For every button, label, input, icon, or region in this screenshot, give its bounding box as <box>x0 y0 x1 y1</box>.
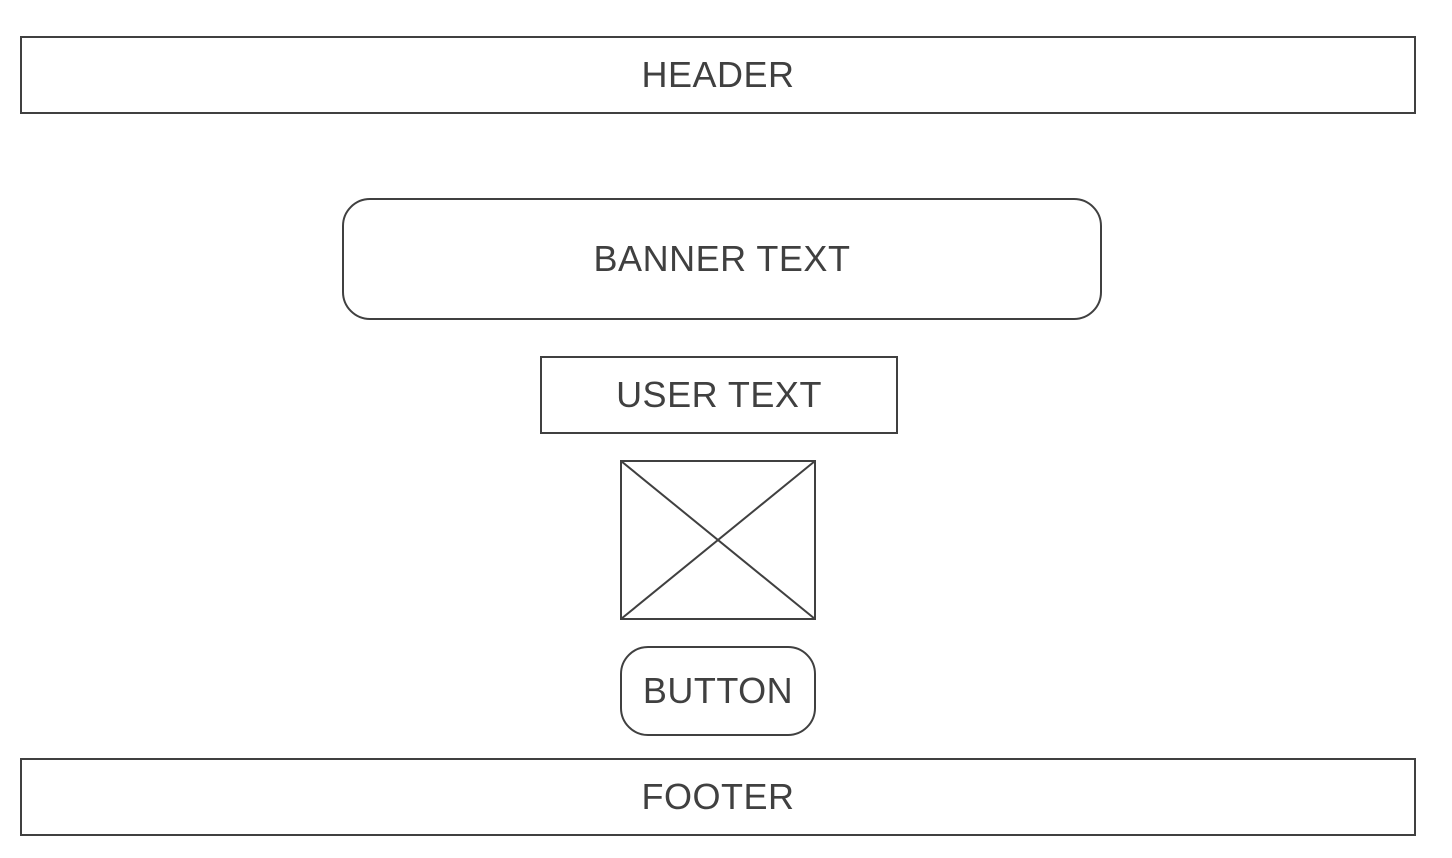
image-placeholder-icon <box>620 460 816 620</box>
image-placeholder-diagonal-2 <box>620 460 816 620</box>
action-button[interactable]: BUTTON <box>620 646 816 736</box>
footer-label: FOOTER <box>641 776 795 817</box>
banner-label: BANNER TEXT <box>593 238 851 279</box>
header: HEADER <box>20 36 1416 114</box>
button-label: BUTTON <box>642 670 794 711</box>
header-label: HEADER <box>641 54 795 95</box>
user-text-box: USER TEXT <box>540 356 898 434</box>
banner: BANNER TEXT <box>342 198 1102 320</box>
user-text-label: USER TEXT <box>616 374 822 415</box>
footer: FOOTER <box>20 758 1416 836</box>
